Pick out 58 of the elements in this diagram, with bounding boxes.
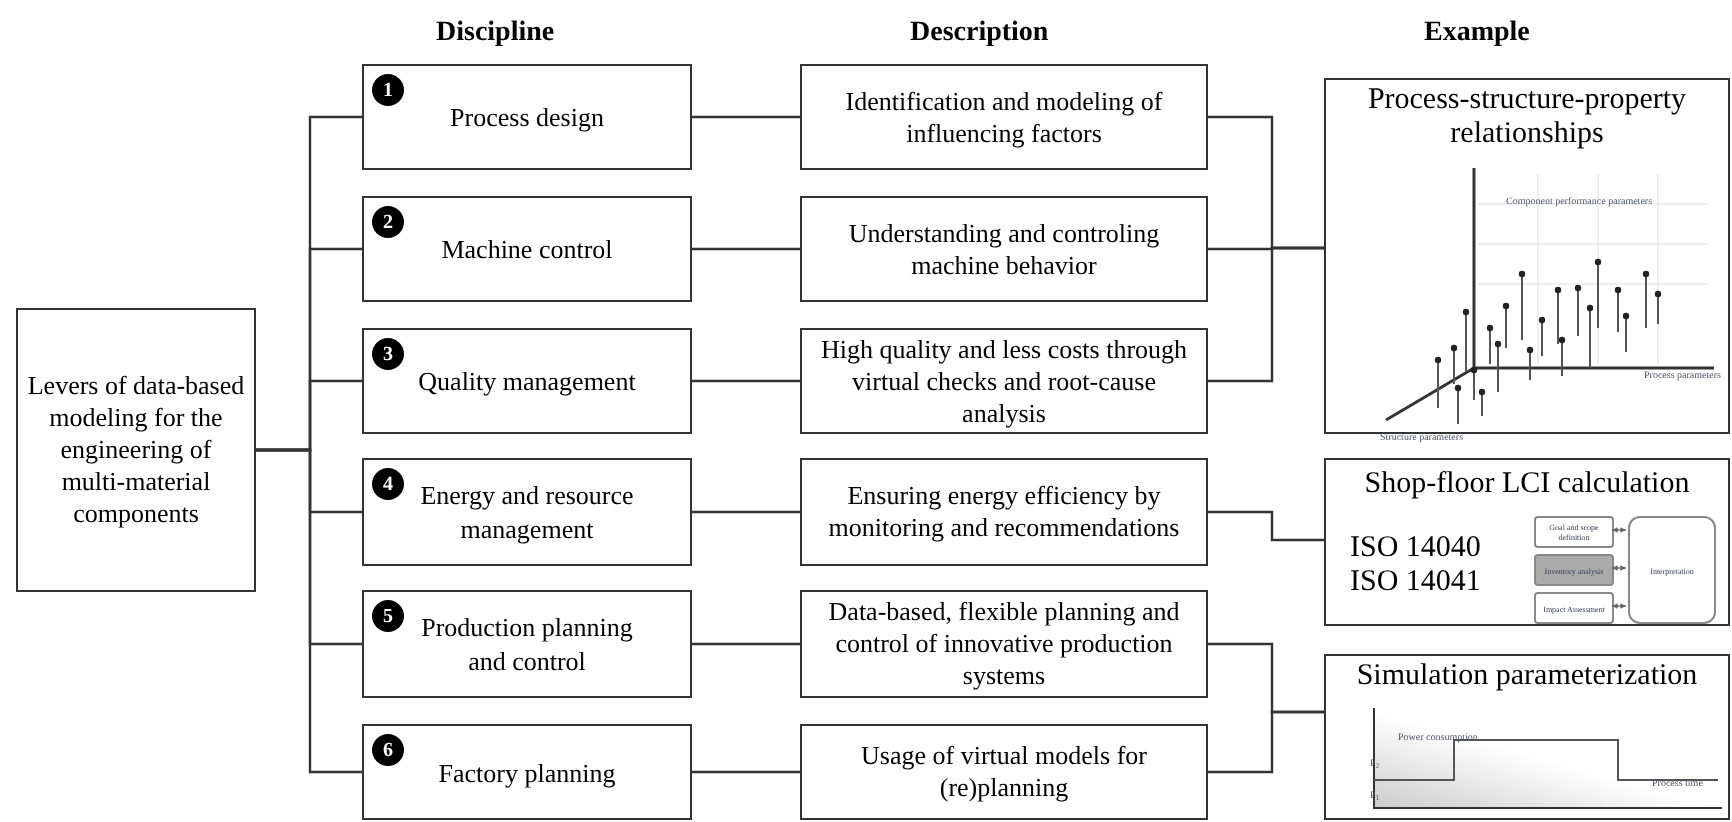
connector-line	[692, 247, 800, 251]
node-label: Identification and modeling of influencing factors	[843, 85, 1165, 149]
example-title: Simulation parameterization	[1354, 660, 1700, 694]
text-box	[16, 308, 256, 592]
discipline-box	[362, 64, 692, 170]
connector-line	[1208, 246, 1324, 383]
text-box	[800, 196, 1208, 302]
text-box	[800, 590, 1208, 698]
column-heading: Example	[1424, 18, 1530, 48]
connector-line	[1208, 710, 1324, 774]
discipline-label: Process design	[450, 100, 604, 134]
number-badge: 6	[372, 734, 404, 766]
step-box	[1628, 516, 1716, 624]
step-box	[1534, 554, 1614, 586]
node-label: Data-based, flexible planning and control of innovative production systems	[826, 596, 1182, 692]
connector-line	[692, 770, 800, 774]
connector-line	[692, 642, 800, 646]
example-panel	[1324, 78, 1730, 434]
connector-line	[1611, 527, 1627, 533]
number-badge: 3	[372, 338, 404, 370]
number-badge: 5	[372, 600, 404, 632]
number-badge: 4	[372, 468, 404, 500]
connector-line	[256, 448, 362, 774]
connector-line	[1208, 510, 1324, 542]
text-box	[800, 724, 1208, 820]
text-box	[800, 64, 1208, 170]
discipline-box	[362, 196, 692, 302]
text-box	[800, 458, 1208, 566]
node-label: Understanding and controling machine behavior	[846, 217, 1162, 281]
step-box	[1534, 516, 1614, 548]
standard-label: ISO 14041	[1350, 566, 1481, 600]
text-box	[800, 328, 1208, 434]
node-label: Ensuring energy efficiency by monitoring and recommendations	[826, 480, 1182, 544]
discipline-label: Quality management	[418, 364, 636, 398]
discipline-box	[362, 724, 692, 820]
discipline-label: Energy and resource management	[418, 478, 636, 546]
discipline-box	[362, 590, 692, 698]
node-label: Usage of virtual models for (re)planning	[859, 740, 1149, 804]
discipline-box	[362, 328, 692, 434]
step-box	[1534, 592, 1614, 624]
example-title: Shop-floor LCI calculation	[1364, 468, 1690, 502]
node-label: Levers of data-based modeling for the engineering of multi-material components	[26, 370, 246, 530]
example-panel	[1324, 654, 1730, 820]
discipline-label: Machine control	[441, 232, 613, 266]
connector-line	[692, 510, 800, 514]
connector-line	[692, 115, 800, 119]
connector-line	[1611, 603, 1627, 609]
discipline-box	[362, 458, 692, 566]
discipline-label: Factory planning	[438, 755, 616, 789]
number-badge: 2	[372, 206, 404, 238]
connector-line	[1611, 565, 1627, 571]
standard-label: ISO 14040	[1350, 532, 1481, 566]
discipline-label: Production planning and control	[419, 610, 635, 678]
example-title: Process-structure-property relationships	[1365, 84, 1689, 152]
number-badge: 1	[372, 74, 404, 106]
example-panel	[1324, 458, 1730, 626]
connector-line	[692, 379, 800, 383]
node-label: High quality and less costs through virtual checks and root-cause analysis	[818, 333, 1190, 429]
